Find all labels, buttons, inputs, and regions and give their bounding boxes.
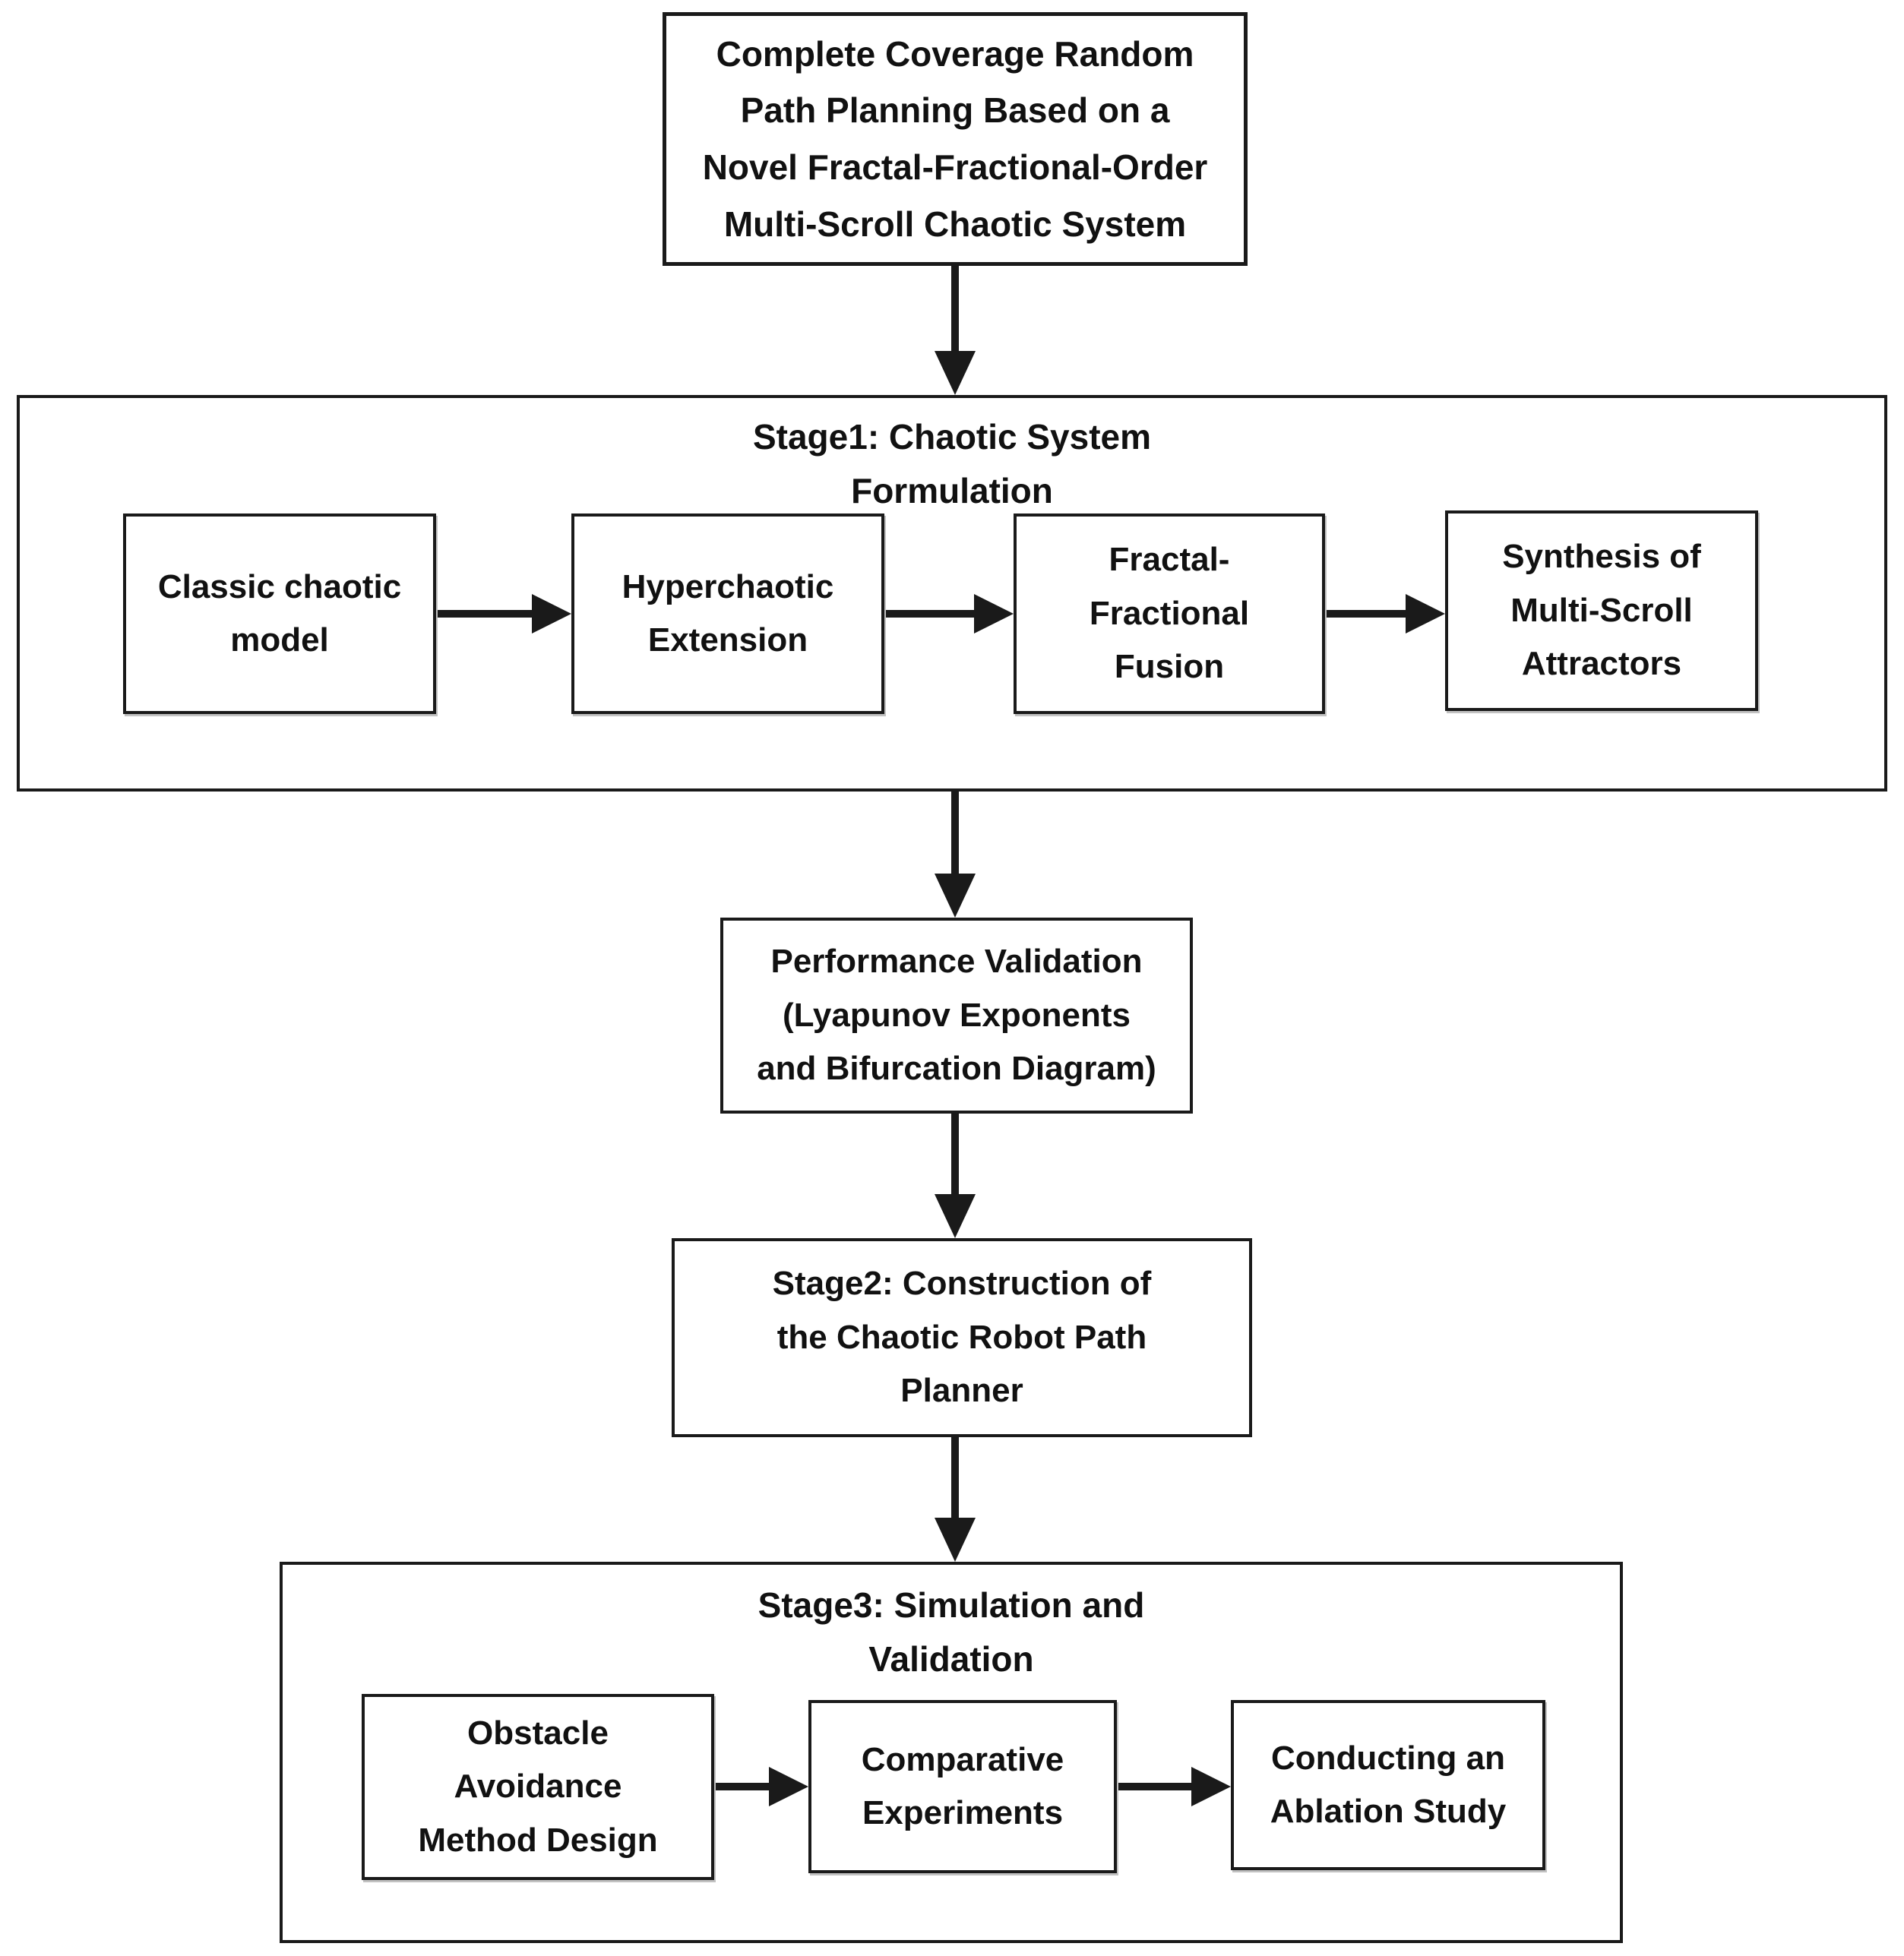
stage2-box: Stage2: Construction of the Chaotic Robo… xyxy=(672,1238,1252,1437)
arrow-down-root-to-stage1 xyxy=(933,266,977,395)
arrow-shaft xyxy=(438,610,532,618)
arrowhead-down-icon xyxy=(935,1194,976,1238)
arrowhead-right-icon xyxy=(974,594,1014,634)
step-fractal-fractional-fusion: Fractal- Fractional Fusion xyxy=(1014,513,1325,714)
arrow-down-stage2-to-stage3 xyxy=(933,1437,977,1562)
arrow-shaft xyxy=(1327,610,1406,618)
arrow-shaft xyxy=(951,1114,959,1196)
step-conducting-ablation-study: Conducting an Ablation Study xyxy=(1231,1700,1545,1870)
arrowhead-down-icon xyxy=(935,874,976,918)
arrowhead-right-icon xyxy=(1406,594,1445,634)
arrow-shaft xyxy=(1118,1783,1191,1790)
arrow-down-validation-to-stage2 xyxy=(933,1114,977,1238)
step-synthesis-multi-scroll-attractors: Synthesis of Multi-Scroll Attractors xyxy=(1445,510,1758,711)
arrow-right-step2-to-step3 xyxy=(886,593,1014,634)
arrowhead-down-icon xyxy=(935,1518,976,1562)
arrow-shaft xyxy=(951,1437,959,1519)
stage1-title: Stage1: Chaotic System Formulation xyxy=(752,417,1152,511)
step-obstacle-avoidance-method-design: Obstacle Avoidance Method Design xyxy=(362,1694,714,1880)
arrow-shaft xyxy=(886,610,974,618)
arrowhead-down-icon xyxy=(935,351,976,395)
arrow-right-step3-to-step4 xyxy=(1327,593,1445,634)
root-title-box: Complete Coverage Random Path Planning B… xyxy=(663,12,1248,266)
arrow-right-comparative-to-ablation xyxy=(1118,1766,1231,1807)
arrow-down-stage1-to-validation xyxy=(933,792,977,918)
stage3-title: Stage3: Simulation and Validation xyxy=(757,1585,1145,1680)
step-comparative-experiments: Comparative Experiments xyxy=(808,1700,1117,1873)
arrow-shaft xyxy=(951,792,959,875)
arrowhead-right-icon xyxy=(1191,1767,1231,1806)
arrow-right-step1-to-step2 xyxy=(438,593,571,634)
arrow-shaft xyxy=(951,266,959,352)
arrowhead-right-icon xyxy=(532,594,571,634)
arrowhead-right-icon xyxy=(769,1767,808,1806)
step-classic-chaotic-model: Classic chaotic model xyxy=(123,513,436,714)
step-hyperchaotic-extension: Hyperchaotic Extension xyxy=(571,513,884,714)
arrow-right-obstacle-to-comparative xyxy=(716,1766,808,1807)
arrow-shaft xyxy=(716,1783,769,1790)
performance-validation-box: Performance Validation (Lyapunov Exponen… xyxy=(720,918,1193,1114)
